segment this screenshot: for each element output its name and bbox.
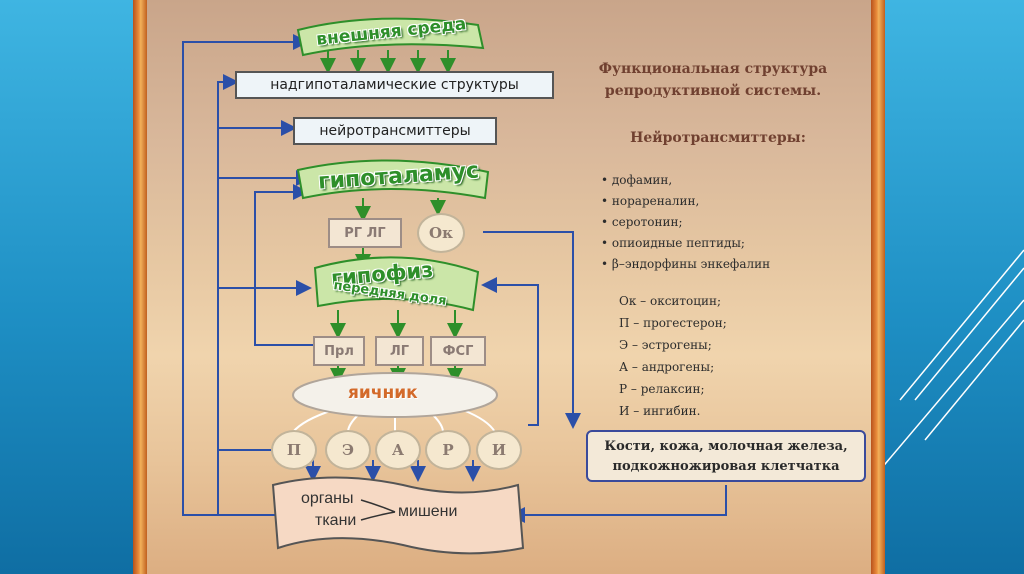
legend-item: Р – релаксин; — [619, 382, 705, 396]
tissues-text: ткани — [315, 512, 357, 529]
oxytocin-circle: Ок — [417, 213, 465, 253]
hormone-a-circle: А — [375, 430, 421, 470]
nt-item-text: β–эндорфины энкефалин — [611, 257, 771, 271]
nt-item: • норареналин, — [601, 194, 700, 208]
legend-list: Ок – окситоцин; П – прогестерон; Э – эст… — [619, 290, 727, 422]
organs-text: органы — [301, 490, 354, 507]
neurotransmitters-box: нейротрансмиттеры — [293, 117, 497, 145]
targets-text: мишени — [398, 503, 458, 520]
bones-line-2: подкожножировая клетчатка — [612, 459, 840, 474]
fsg-box: ФСГ — [430, 336, 486, 366]
nt-item-text: дофамин, — [611, 173, 673, 187]
frame-left — [133, 0, 147, 574]
bones-box: Кости, кожа, молочная железа, подкожножи… — [586, 430, 866, 482]
legend-item: Ок – окситоцин; — [619, 294, 722, 308]
nt-item-text: серотонин; — [611, 215, 683, 229]
slide-title-line-1: Функциональная структура — [598, 61, 828, 77]
prl-box: Прл — [313, 336, 365, 366]
slide-title-line-2: репродуктивной системы. — [604, 83, 822, 99]
neurotransmitters-list: • дофамин, • норареналин, • серотонин; •… — [601, 170, 770, 275]
hormone-r-circle: Р — [425, 430, 471, 470]
legend-item: А – андрогены; — [619, 360, 715, 374]
organs-connector — [360, 499, 396, 521]
legend-item: Э – эстрогены; — [619, 338, 712, 352]
frame-right — [871, 0, 885, 574]
nt-item: • опиоидные пептиды; — [601, 236, 745, 250]
supra-hypothalamic-box: надгипоталамические структуры — [235, 71, 554, 99]
nt-item: • дофамин, — [601, 173, 673, 187]
nt-item: • серотонин; — [601, 215, 683, 229]
hormone-p-circle: П — [271, 430, 317, 470]
hormone-e-circle: Э — [325, 430, 371, 470]
nt-item-text: опиоидные пептиды; — [611, 236, 745, 250]
nt-item-text: норареналин, — [611, 194, 700, 208]
slide: внешняя среда надгипоталамические структ… — [133, 0, 885, 574]
neurotransmitters-title: Нейротрансмиттеры: — [630, 130, 806, 146]
rglg-box: РГ ЛГ — [328, 218, 402, 248]
legend-item: П – прогестерон; — [619, 316, 727, 330]
nt-item: • β–эндорфины энкефалин — [601, 257, 771, 271]
legend-item: И – ингибин. — [619, 404, 701, 418]
lg-box: ЛГ — [375, 336, 424, 366]
hormone-i-circle: И — [476, 430, 522, 470]
ovary-label: яичник — [348, 383, 418, 403]
bones-line-1: Кости, кожа, молочная железа, — [604, 439, 848, 454]
slide-title: Функциональная структура репродуктивной … — [563, 58, 863, 102]
